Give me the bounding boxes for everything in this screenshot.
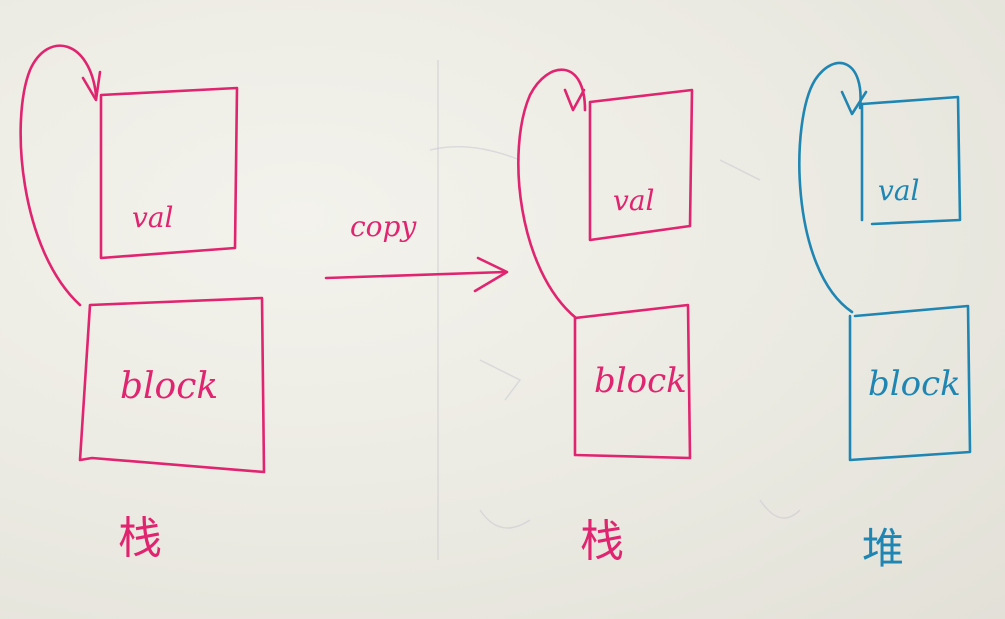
left-stack-group: val block 栈 [19,44,266,564]
copy-arrow: copy [324,210,509,293]
left-caption: 栈 [118,513,162,564]
left-val-label: val [132,201,173,234]
middle-val-label: val [613,184,654,217]
right-block-label: block [868,364,961,404]
copy-label: copy [350,210,417,243]
left-val-box [99,86,239,260]
right-val-box [860,95,962,226]
right-heap-group: val block 堆 [798,61,972,573]
right-caption: 堆 [862,524,904,573]
middle-val-box [588,88,694,242]
left-block-box [78,296,266,474]
middle-self-reference-arrowhead [563,88,586,112]
middle-block-label: block [594,361,687,401]
left-block-label: block [120,366,218,407]
middle-caption: 栈 [580,516,624,567]
right-self-reference-arrow [798,61,862,314]
left-self-reference-arrow [19,44,98,307]
right-self-reference-arrowhead [840,90,868,116]
paper-bleed-through [429,60,801,560]
copy-arrow-shaft [324,270,507,280]
copy-arrow-head [473,256,509,293]
middle-self-reference-arrow [517,68,587,320]
middle-block-box [573,303,692,460]
left-self-reference-arrowhead [81,70,102,102]
right-val-label: val [878,174,919,207]
right-block-box [848,304,972,462]
middle-stack-group: val block 栈 [517,68,694,567]
